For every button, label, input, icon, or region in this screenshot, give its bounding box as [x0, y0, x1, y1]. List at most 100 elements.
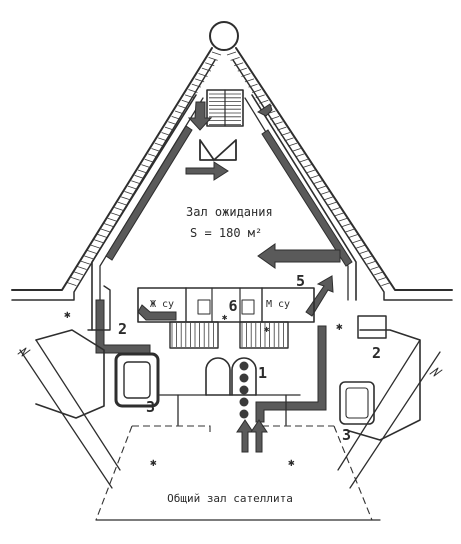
turnstile-markers: ✱ ✱ ✱ ✱ ✱ ✱ — [64, 308, 343, 469]
hatch-stroke — [144, 158, 154, 163]
escalator-icon — [185, 139, 237, 181]
satellite-connector-walls — [19, 339, 441, 489]
column-icon — [239, 397, 249, 407]
hatch-stroke — [70, 276, 80, 281]
hatch-stroke — [359, 250, 369, 254]
hatch-stroke — [158, 137, 168, 142]
hatch-stroke — [73, 271, 84, 276]
hatch-stroke — [178, 105, 188, 110]
hatch-stroke — [127, 185, 138, 190]
hatch-stroke — [338, 217, 348, 222]
entrance-arches — [205, 357, 257, 396]
satellite-hall-outline — [95, 425, 381, 521]
top-staircase — [206, 89, 244, 127]
hatch-stroke — [168, 121, 178, 126]
hatch-stroke — [211, 51, 222, 56]
columns — [239, 361, 249, 419]
hatch-stroke — [174, 110, 185, 115]
hatch-stroke — [381, 282, 391, 287]
zone-1-label: 1 — [258, 364, 267, 382]
hatch-stroke — [295, 153, 305, 158]
hall-title: Зал ожидания — [186, 205, 273, 219]
hatch-stroke — [171, 115, 181, 120]
turnstile-icon: ✱ — [64, 308, 71, 321]
hatch-stroke — [234, 62, 244, 67]
hatch-stroke — [117, 201, 127, 206]
hatch-stroke — [195, 78, 205, 83]
hatch-stroke — [230, 56, 240, 61]
flow-arrow-icon — [261, 129, 353, 267]
left-side-block — [35, 285, 160, 419]
hatch-stroke — [84, 255, 94, 260]
hatch-stroke — [313, 180, 323, 185]
central-block — [137, 287, 315, 349]
hatch-stroke — [273, 121, 283, 126]
flow-arrow-icon — [250, 419, 268, 453]
hatch-stroke — [252, 89, 262, 93]
hatch-stroke — [90, 244, 101, 249]
column-icon — [239, 361, 249, 371]
hatch-stroke — [77, 266, 87, 270]
hatch-stroke — [269, 115, 280, 120]
hatch-stroke — [305, 169, 316, 174]
satellite-hall-label: Общий зал сателлита — [167, 492, 293, 505]
hatch-stroke — [277, 126, 287, 131]
entrance-arrows — [236, 419, 268, 453]
column-icon — [239, 409, 249, 419]
hatch-stroke — [352, 239, 362, 244]
hatch-stroke — [191, 83, 201, 88]
hatch-stroke — [366, 260, 377, 265]
flow-arrow-icon — [255, 325, 327, 423]
hatch-stroke — [241, 73, 251, 77]
zone-2-right-label: 2 — [372, 344, 381, 362]
right-side-block — [339, 315, 421, 441]
hatch-stroke — [287, 142, 298, 147]
hatch-stroke — [67, 282, 77, 287]
hatch-stroke — [248, 83, 258, 88]
hatch-stroke — [259, 99, 269, 104]
wc-left-label: Ж су — [150, 299, 174, 310]
flow-arrows — [95, 101, 353, 423]
column-icon — [239, 385, 249, 395]
hatch-stroke — [147, 153, 158, 158]
hatch-stroke — [100, 228, 111, 233]
hatch-stroke — [184, 94, 195, 99]
hatch-stroke — [302, 164, 312, 169]
flow-arrow-icon — [257, 243, 341, 269]
turnstile-icon: ✱ — [264, 325, 270, 335]
hatch-stroke — [341, 223, 352, 228]
hatch-stroke — [226, 51, 237, 56]
hatch-stroke — [121, 196, 131, 201]
hatch-stroke — [363, 255, 373, 260]
hatch-stroke — [114, 207, 124, 211]
hatch-stroke — [320, 191, 330, 195]
turnstile-icon: ✱ — [222, 313, 228, 323]
hatch-stroke — [280, 132, 290, 136]
hatch-stroke — [244, 78, 255, 83]
hatch-stroke — [327, 201, 337, 206]
apex-round-column — [209, 21, 239, 51]
flow-arrow-icon — [105, 125, 193, 261]
hatch-stroke — [198, 73, 208, 77]
hatch-stroke — [316, 185, 326, 190]
hatch-stroke — [205, 62, 215, 67]
hatch-stroke — [161, 132, 171, 136]
hatch-stroke — [124, 191, 134, 195]
hatch-stroke — [134, 174, 144, 179]
hatch-stroke — [141, 164, 151, 169]
hall-area: S = 180 м² — [190, 226, 262, 240]
hatch-stroke — [110, 212, 121, 217]
left-wall-hatching — [67, 51, 222, 287]
flow-arrow-icon — [305, 275, 334, 317]
right-wall-hatching — [226, 51, 391, 287]
hatch-stroke — [94, 239, 104, 244]
hatch-stroke — [131, 180, 141, 185]
wc-right-label: М су — [266, 299, 290, 310]
hatch-stroke — [291, 148, 301, 152]
hatch-stroke — [377, 276, 387, 281]
hatch-stroke — [107, 217, 117, 222]
hatch-stroke — [87, 250, 97, 254]
hatch-stroke — [323, 196, 334, 201]
column-icon — [239, 373, 249, 383]
zone-5-label: 5 — [296, 272, 305, 290]
